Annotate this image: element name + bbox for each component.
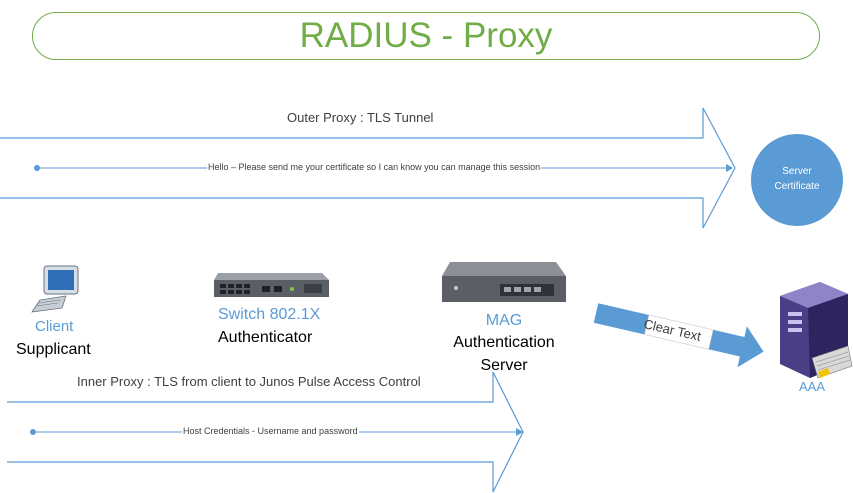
title-banner bbox=[32, 12, 820, 60]
inner-proxy-message: Host Credentials - Username and password bbox=[182, 426, 359, 436]
mag-appliance-icon bbox=[442, 262, 566, 302]
authentication-label: Authentication bbox=[453, 334, 555, 351]
client-computer-icon bbox=[31, 265, 79, 313]
server-certificate-circle bbox=[751, 134, 843, 226]
outer-message-start-dot bbox=[34, 165, 40, 171]
server-certificate-line2: Certificate bbox=[774, 181, 820, 192]
authenticator-label: Authenticator bbox=[218, 329, 313, 346]
client-label: Client bbox=[35, 318, 74, 335]
inner-message-start-dot bbox=[30, 429, 36, 435]
mag-label: MAG bbox=[485, 312, 523, 329]
clear-text-arrow bbox=[593, 303, 764, 368]
server-label: Server bbox=[480, 357, 528, 374]
aaa-server-icon bbox=[780, 282, 853, 379]
switch-device-icon bbox=[214, 273, 329, 297]
inner-proxy-label: Inner Proxy : TLS from client to Junos P… bbox=[77, 374, 421, 389]
switch-label: Switch 802.1X bbox=[218, 306, 321, 323]
outer-proxy-label: Outer Proxy : TLS Tunnel bbox=[287, 110, 434, 125]
aaa-label: AAA bbox=[799, 379, 826, 394]
server-certificate-line1: Server bbox=[782, 166, 812, 177]
page-title: RADIUS - Proxy bbox=[299, 16, 553, 55]
inner-message-arrowhead bbox=[516, 428, 523, 436]
outer-message-arrowhead bbox=[726, 164, 733, 172]
supplicant-label: Supplicant bbox=[16, 341, 91, 358]
outer-proxy-message: Hello – Please send me your certificate … bbox=[207, 162, 542, 172]
